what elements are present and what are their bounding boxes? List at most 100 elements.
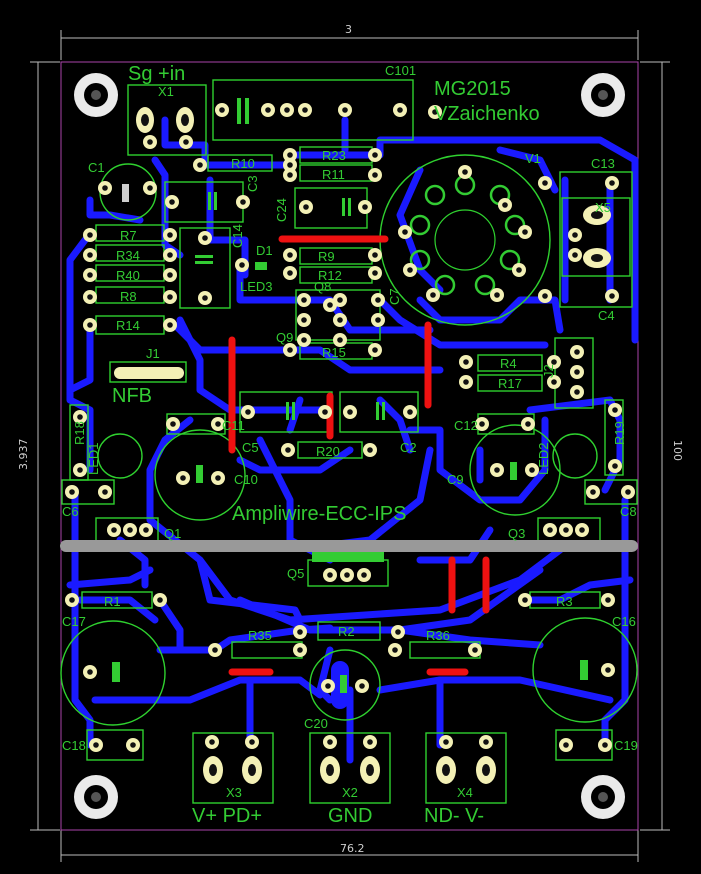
pad-drill: [287, 172, 293, 178]
pad-drill: [265, 107, 271, 113]
component-symbols: [112, 98, 588, 693]
pad-drill: [547, 527, 553, 533]
pad-drill: [337, 317, 343, 323]
pad-drill: [347, 409, 353, 415]
ref-r10: R10: [231, 156, 255, 171]
pad-drill: [574, 369, 580, 375]
ref-x1: X1: [158, 84, 174, 99]
ref-r34: R34: [116, 248, 140, 263]
pad-drill: [522, 597, 528, 603]
ref-d1: D1: [256, 243, 273, 258]
pad-drill: [301, 337, 307, 343]
ref-j1: J1: [146, 346, 160, 361]
pad-drill: [502, 202, 508, 208]
terminal-x4-label: ND- V-: [424, 805, 484, 827]
ref-r18: R18: [72, 421, 87, 445]
ref-led1: LED1: [86, 442, 101, 475]
pad-drill: [375, 317, 381, 323]
pad-drill: [87, 272, 93, 278]
pad-drill: [602, 742, 608, 748]
pad-drill: [297, 647, 303, 653]
pad-drill: [443, 739, 449, 745]
pad-drill: [87, 322, 93, 328]
pad-drill: [287, 162, 293, 168]
pad-drill: [147, 139, 153, 145]
pad-drill: [130, 742, 136, 748]
nfb-label: NFB: [112, 385, 152, 407]
pad-drill: [563, 527, 569, 533]
ref-r12: R12: [318, 268, 342, 283]
ref-c3: C3: [245, 175, 260, 192]
pad-drill: [463, 379, 469, 385]
pad-drill: [479, 421, 485, 427]
pad-drill: [516, 267, 522, 273]
ref-c7: C7: [387, 288, 402, 305]
pad-drill: [180, 475, 186, 481]
pad-drill: [551, 379, 557, 385]
pad-drill: [102, 489, 108, 495]
ref-r9: R9: [318, 249, 335, 264]
input-label: Sg +in: [128, 63, 185, 85]
pad-drill: [301, 297, 307, 303]
pad-drill: [327, 739, 333, 745]
pad-drill: [392, 647, 398, 653]
pad-drill: [367, 447, 373, 453]
pad-drill: [249, 739, 255, 745]
pad-drill: [372, 172, 378, 178]
pad-drill: [322, 409, 328, 415]
pad-drill: [287, 270, 293, 276]
ref-c9: C9: [447, 472, 464, 487]
terminal-x3-label: V+ PD+: [192, 805, 262, 827]
ref-r35: R35: [248, 628, 272, 643]
header-line1: MG2015: [434, 78, 511, 100]
dimension-right: 100: [671, 440, 684, 461]
ref-c11: C11: [222, 418, 245, 433]
ref-c13: C13: [591, 156, 615, 171]
dimension-left: 3.937: [17, 439, 30, 471]
ref-c18: C18: [62, 738, 86, 753]
pad-drill: [77, 467, 83, 473]
ref-r11: R11: [322, 167, 345, 182]
pad-drill: [87, 669, 93, 675]
pad-drill: [77, 414, 83, 420]
ref-c16: C16: [612, 614, 636, 629]
ref-q5: Q5: [287, 566, 304, 581]
pad-drill: [483, 739, 489, 745]
pad-drill: [359, 683, 365, 689]
pad-drill: [302, 107, 308, 113]
pad-drill: [169, 199, 175, 205]
ref-c17: C17: [62, 614, 86, 629]
ref-r1: R1: [104, 594, 121, 609]
ref-c8: C8: [620, 504, 637, 519]
pad-drill: [284, 107, 290, 113]
ref-c20: C20: [304, 716, 328, 731]
ref-v1: V1: [525, 151, 541, 166]
pad-drill: [372, 152, 378, 158]
ref-q8: Q8: [314, 279, 331, 294]
pad-drill: [625, 489, 631, 495]
ref-r4: R4: [500, 356, 517, 371]
pad-drill: [147, 185, 153, 191]
pad-drill: [522, 229, 528, 235]
ref-led2: LED2: [536, 442, 551, 475]
pad-drill: [285, 447, 291, 453]
mounting-holes: [74, 73, 625, 819]
pad-drill: [167, 322, 173, 328]
pad-drill: [463, 359, 469, 365]
pad-drill: [344, 572, 350, 578]
ref-q3: Q3: [508, 526, 525, 541]
dimension-lines: [30, 30, 670, 862]
pad-drill: [212, 647, 218, 653]
pad-drill: [402, 229, 408, 235]
pad-drill: [167, 272, 173, 278]
pad-drill: [563, 742, 569, 748]
pad-drill: [197, 162, 203, 168]
pad-drill: [287, 252, 293, 258]
pad-drill: [407, 267, 413, 273]
pad-drill: [167, 232, 173, 238]
pad-drill: [69, 597, 75, 603]
pad-drill: [87, 252, 93, 258]
pad-drill: [397, 107, 403, 113]
ref-r2: R2: [338, 624, 355, 639]
